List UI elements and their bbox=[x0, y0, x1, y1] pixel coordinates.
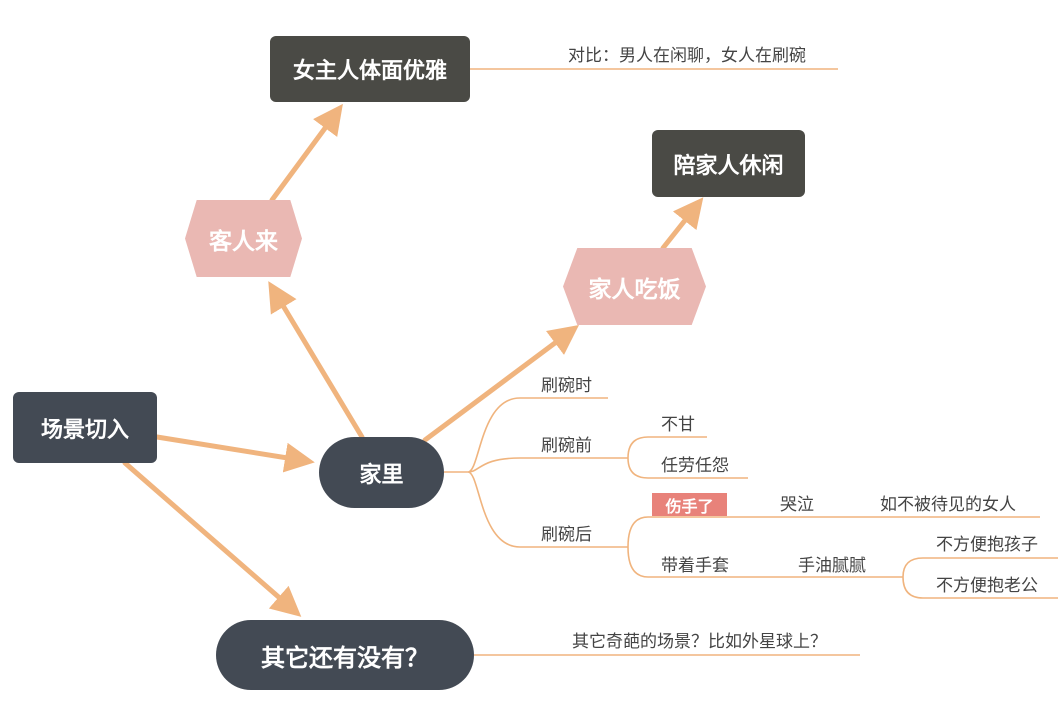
topic-unwelcome-woman[interactable]: 如不被待见的女人 bbox=[880, 495, 1016, 515]
topic-hold-husband[interactable]: 不方便抱老公 bbox=[936, 576, 1038, 596]
node-family-meal[interactable]: 家人吃饭 bbox=[563, 248, 706, 325]
node-family-leisure[interactable]: 陪家人休闲 bbox=[652, 130, 805, 197]
arrow-meal-leisure bbox=[660, 197, 704, 251]
topic-endure[interactable]: 任劳任怨 bbox=[661, 456, 729, 476]
node-other[interactable]: 其它还有没有？ bbox=[216, 620, 474, 690]
node-hostess-elegant[interactable]: 女主人体面优雅 bbox=[270, 36, 470, 102]
topic-greasy-hands[interactable]: 手油腻腻 bbox=[798, 556, 866, 576]
branch-greasy bbox=[902, 557, 1058, 599]
topic-hurt-hand[interactable]: 伤手了 bbox=[652, 493, 727, 516]
topic-after[interactable]: 刷碗后 bbox=[541, 525, 592, 545]
branch-home bbox=[444, 397, 608, 548]
arrow-home-guests bbox=[268, 281, 365, 440]
branch-before bbox=[608, 436, 748, 479]
note-hostess: 对比：男人在闲聊，女人在刷碗 bbox=[568, 46, 806, 66]
node-home[interactable]: 家里 bbox=[319, 437, 444, 508]
topic-unwilling[interactable]: 不甘 bbox=[661, 415, 695, 435]
node-guests[interactable]: 客人来 bbox=[185, 200, 302, 277]
topic-during[interactable]: 刷碗时 bbox=[541, 376, 592, 396]
branch-after bbox=[608, 516, 1040, 578]
topic-hold-child[interactable]: 不方便抱孩子 bbox=[936, 535, 1038, 555]
topic-cry[interactable]: 哭泣 bbox=[780, 495, 814, 515]
node-root[interactable]: 场景切入 bbox=[13, 392, 157, 463]
arrow-root-other bbox=[122, 460, 302, 617]
arrow-guests-hostess bbox=[269, 103, 343, 203]
arrow-root-home bbox=[154, 434, 315, 473]
topic-before[interactable]: 刷碗前 bbox=[541, 436, 592, 456]
arrow-home-meal bbox=[422, 325, 580, 443]
note-other: 其它奇葩的场景？比如外星球上？ bbox=[572, 632, 827, 652]
topic-gloves[interactable]: 带着手套 bbox=[661, 556, 729, 576]
